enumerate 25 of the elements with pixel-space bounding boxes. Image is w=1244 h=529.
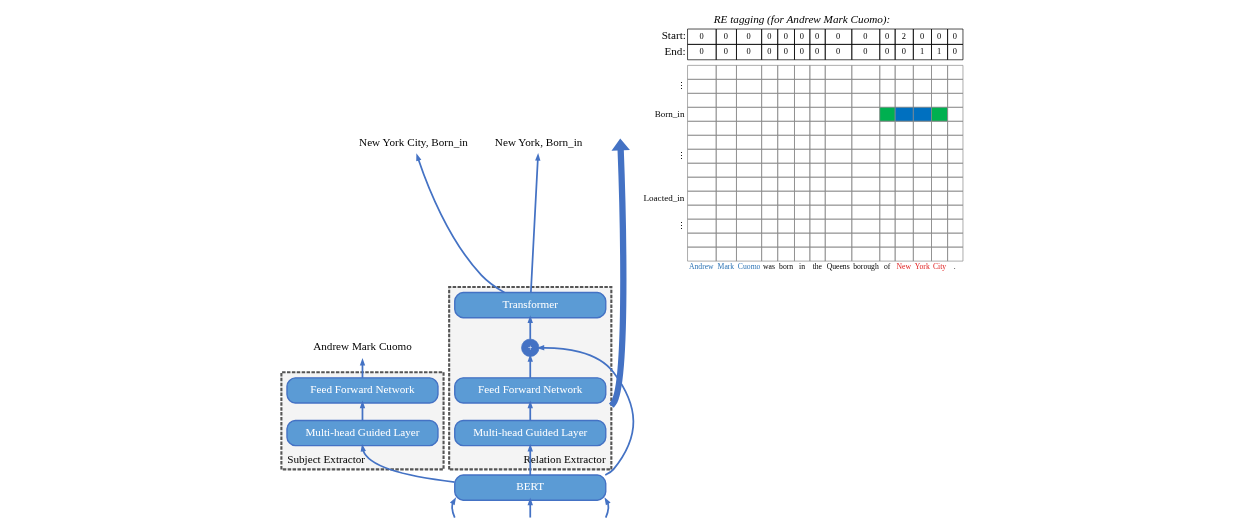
label: Andrew (688, 261, 714, 271)
label: RE tagging (for Andrew Mark Cuomo): (713, 13, 891, 26)
label: Mark (717, 261, 735, 271)
label: New (896, 261, 912, 271)
node-text: Andrew Mark Cuomo (313, 340, 412, 353)
label: the (812, 261, 823, 271)
node-text: New York City, Born_in (359, 135, 468, 148)
node-text: New York, Born_in (494, 135, 583, 148)
label: ⋮ (677, 220, 687, 231)
label: Cuomo (737, 261, 761, 271)
label: ⋮ (677, 80, 687, 91)
label: York (914, 261, 930, 271)
label: ⋮ (677, 150, 687, 161)
label: was (763, 261, 775, 271)
label: Queens (826, 261, 850, 271)
label: . (953, 261, 956, 271)
label: in (799, 261, 805, 271)
label: Loacted_in (643, 192, 685, 203)
label: Born_in (654, 108, 685, 119)
label: End: (664, 44, 686, 57)
label: borough (853, 261, 879, 271)
label: born (779, 261, 794, 271)
label: City (932, 261, 947, 271)
label: of (883, 261, 891, 271)
label: Start: (661, 29, 686, 42)
